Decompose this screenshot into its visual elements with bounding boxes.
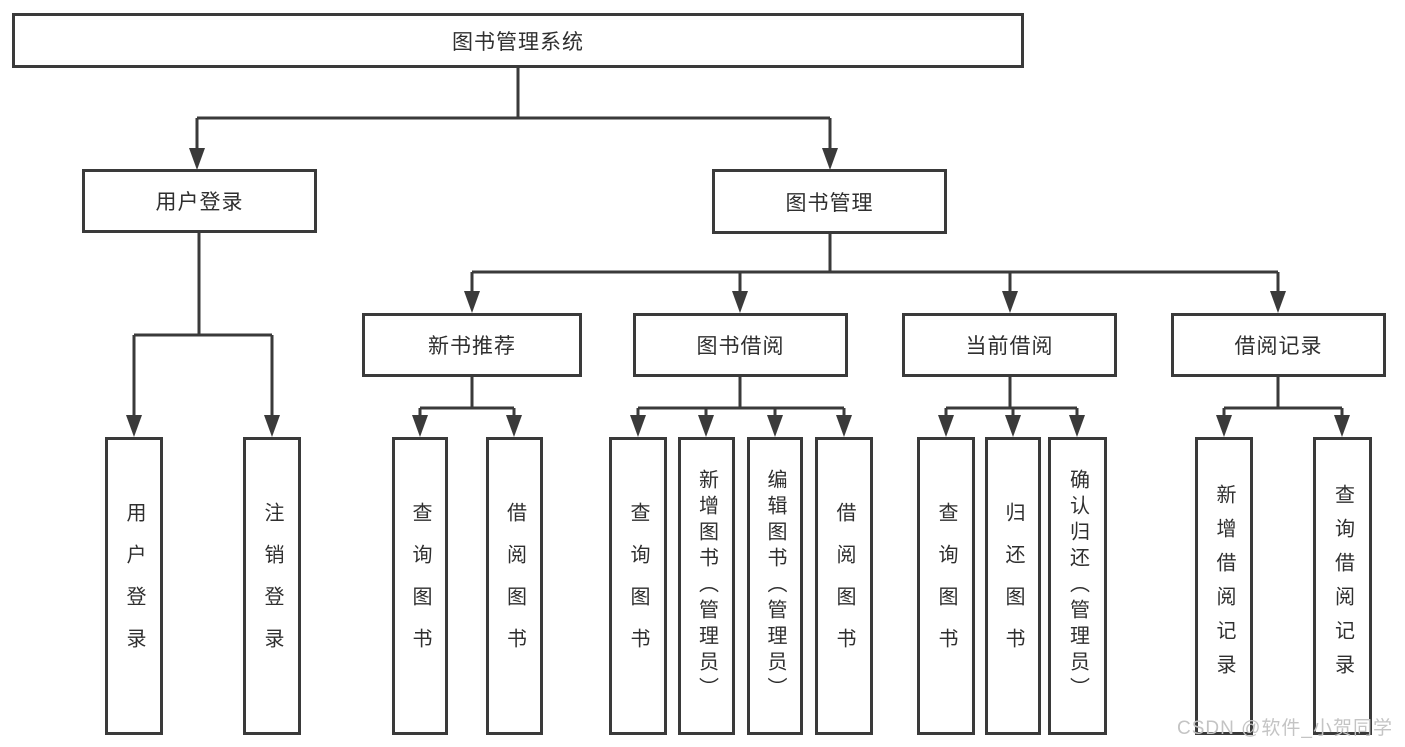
node-add-borrow-record: 新增借阅记录 [1195,437,1253,735]
node-label: 编辑图书（管理员） [764,469,786,703]
node-current-borrowing: 当前借阅 [902,313,1117,377]
node-borrow-books-borrowing: 借阅图书 [815,437,873,735]
node-label: 图书借阅 [696,335,785,358]
node-query-borrow-record: 查询借阅记录 [1313,437,1372,735]
node-logout: 注销登录 [243,437,301,735]
node-label: 用户登录 [123,502,145,670]
node-label: 借阅图书 [833,502,855,670]
node-user-login: 用户登录 [82,169,317,233]
node-label: 借阅图书 [503,502,526,670]
node-label: 借阅记录 [1234,335,1323,358]
node-label: 归还图书 [1002,502,1024,670]
node-label: 查询图书 [627,502,649,670]
node-borrow-books-recommendation: 借阅图书 [486,437,543,735]
node-label: 查询借阅记录 [1331,484,1354,688]
node-query-books-current: 查询图书 [917,437,975,735]
node-add-books-admin: 新增图书（管理员） [678,437,735,735]
node-query-books-borrowing: 查询图书 [609,437,667,735]
node-label: 查询图书 [409,502,431,670]
node-user-login-leaf: 用户登录 [105,437,163,735]
node-label: 图书管理系统 [452,30,584,54]
node-label: 新增借阅记录 [1213,484,1235,688]
node-label: 注销登录 [261,502,283,670]
node-label: 当前借阅 [965,335,1054,358]
watermark-text: CSDN @软件_小贺同学 [1177,718,1393,739]
node-label: 新书推荐 [428,335,516,358]
node-library-management-system: 图书管理系统 [12,13,1024,68]
node-return-books: 归还图书 [985,437,1041,735]
node-label: 查询图书 [935,502,957,670]
node-borrowing-records: 借阅记录 [1171,313,1386,377]
node-label: 图书管理 [785,191,874,215]
node-query-books-recommendation: 查询图书 [392,437,448,735]
node-new-book-recommendation: 新书推荐 [362,313,582,377]
node-label: 新增图书（管理员） [695,469,718,703]
node-edit-books-admin: 编辑图书（管理员） [747,437,803,735]
node-confirm-return-admin: 确认归还（管理员） [1048,437,1107,735]
node-book-borrowing: 图书借阅 [633,313,848,377]
node-label: 确认归还（管理员） [1066,469,1089,703]
node-label: 用户登录 [155,191,244,214]
node-book-management: 图书管理 [712,169,947,234]
